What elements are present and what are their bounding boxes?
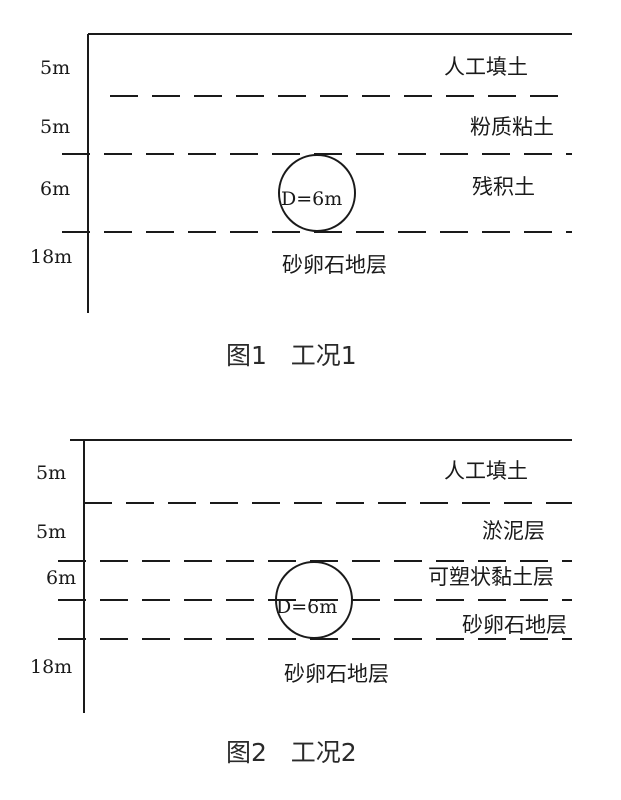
tunnel-circle	[278, 154, 356, 232]
layer-label-4: 砂卵石地层	[462, 613, 567, 637]
depth-label-2: 5m	[36, 521, 66, 543]
bottom-layer-label: 砂卵石地层	[284, 662, 389, 686]
layer-label-2: 淤泥层	[482, 519, 545, 543]
depth-label-4: 18m	[30, 656, 72, 678]
figure-caption: 图1 工况1	[226, 341, 357, 370]
depth-label-3: 6m	[40, 178, 70, 200]
layer-label-3: 可塑状黏土层	[428, 565, 554, 589]
soil-profile-diagram-2: 5m 5m 6m 18m 人工填土 淤泥层 可塑状黏土层 砂卵石地层 砂卵石地层…	[30, 439, 572, 713]
depth-label-1: 5m	[36, 462, 66, 484]
depth-label-3: 6m	[46, 567, 76, 589]
layer-label-2: 粉质粘土	[470, 115, 554, 139]
tunnel-diameter-label: D=6m	[281, 188, 342, 210]
tunnel-circle	[275, 561, 353, 639]
figure-1: 5m 5m 6m 18m 人工填土 粉质粘土 残积土 砂卵石地层 D=6m 图1…	[0, 0, 621, 390]
figure-caption: 图2 工况2	[226, 738, 357, 767]
layer-label-1: 人工填土	[444, 55, 528, 79]
layer-label-1: 人工填土	[444, 459, 528, 483]
tunnel-diameter-label: D=6m	[276, 596, 337, 618]
bottom-layer-label: 砂卵石地层	[282, 253, 387, 277]
figure-2: 5m 5m 6m 18m 人工填土 淤泥层 可塑状黏土层 砂卵石地层 砂卵石地层…	[0, 405, 621, 800]
layer-label-3: 残积土	[472, 175, 535, 199]
depth-label-1: 5m	[40, 57, 70, 79]
depth-label-4: 18m	[30, 246, 72, 268]
depth-label-2: 5m	[40, 116, 70, 138]
soil-profile-diagram-1: 5m 5m 6m 18m 人工填土 粉质粘土 残积土 砂卵石地层 D=6m	[30, 33, 572, 313]
